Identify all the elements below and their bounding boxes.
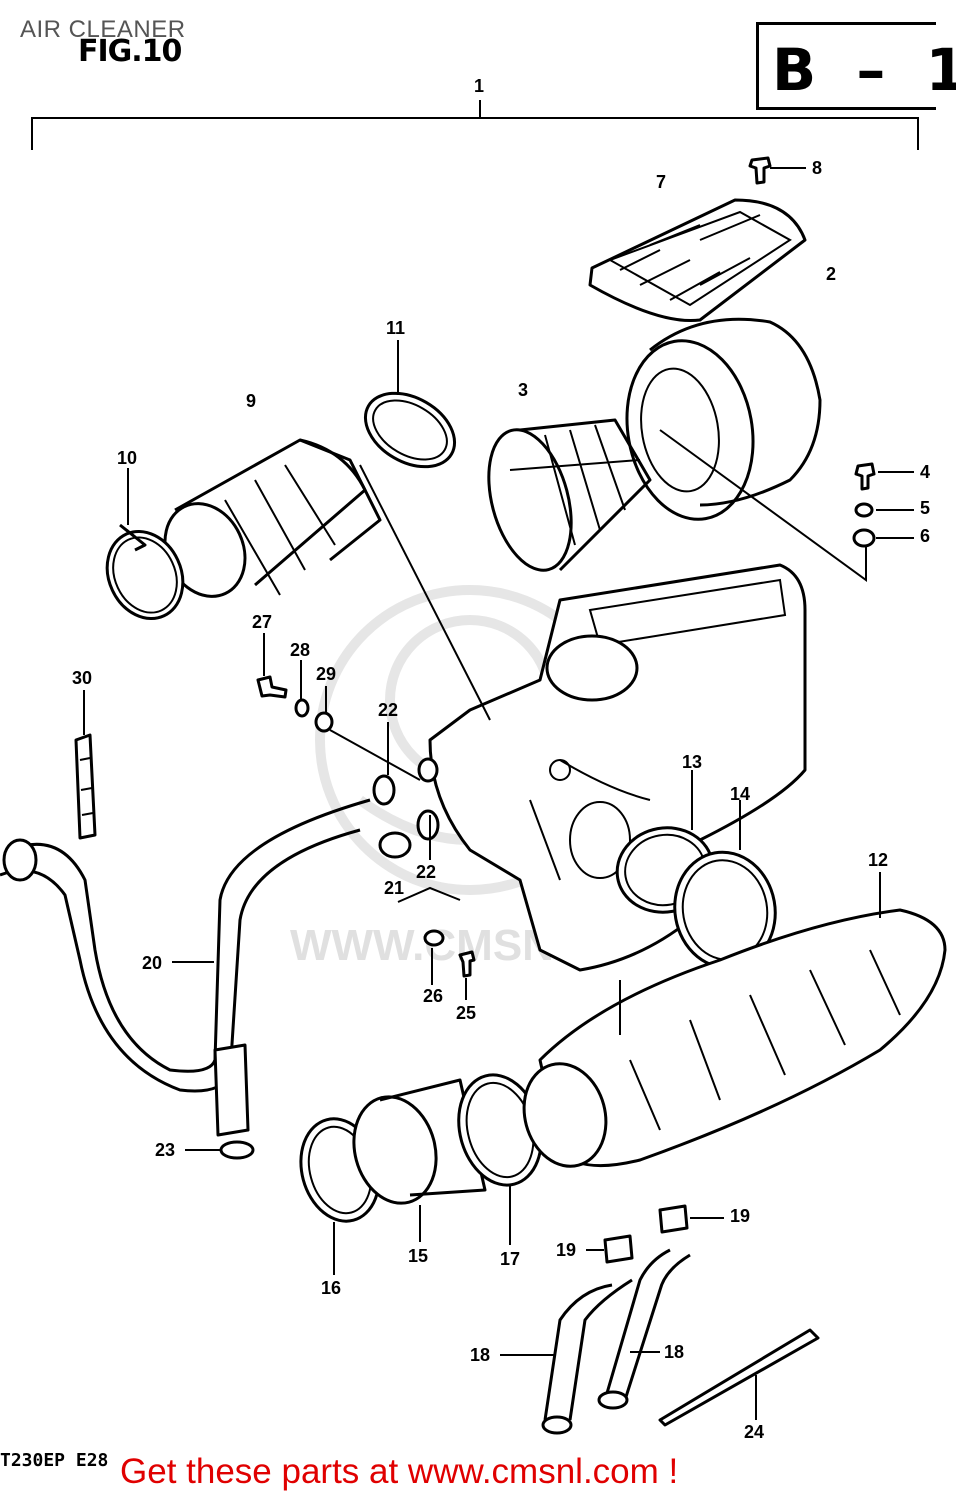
callout-22-lower: 22 xyxy=(416,862,436,882)
callout-19-left: 19 xyxy=(556,1240,576,1260)
callout-18-right: 18 xyxy=(664,1342,684,1362)
reference-code: B – 1 xyxy=(772,36,956,104)
callout-8: 8 xyxy=(812,158,822,178)
callout-7: 7 xyxy=(656,172,666,192)
callout-21: 21 xyxy=(384,878,404,898)
callout-26: 26 xyxy=(423,986,443,1006)
callout-19-right: 19 xyxy=(730,1206,750,1226)
callout-14: 14 xyxy=(730,784,750,804)
callout-3: 3 xyxy=(518,380,528,400)
callout-25: 25 xyxy=(456,1003,476,1023)
small-hardware xyxy=(256,633,476,1000)
callout-13: 13 xyxy=(682,752,702,772)
callout-2: 2 xyxy=(826,264,836,284)
callout-5: 5 xyxy=(920,498,930,518)
air-duct xyxy=(538,872,947,1168)
page-title: AIR CLEANER xyxy=(20,16,186,43)
callout-24: 24 xyxy=(744,1422,764,1442)
hose-clamp xyxy=(105,468,185,621)
callout-22-upper: 22 xyxy=(378,700,398,720)
reference-box xyxy=(756,22,936,110)
callout-28: 28 xyxy=(290,640,310,660)
cable-tie xyxy=(658,1328,820,1427)
callout-11: 11 xyxy=(386,318,405,338)
part-number-labels: 1 2 3 4 5 6 7 8 9 10 11 12 13 14 15 16 1… xyxy=(72,76,930,1442)
diagram-code: T230EP E28 xyxy=(0,1450,109,1471)
callout-4: 4 xyxy=(920,462,930,482)
callout-30: 30 xyxy=(72,668,92,688)
clip xyxy=(74,690,97,840)
callout-12: 12 xyxy=(868,850,888,870)
callout-23: 23 xyxy=(155,1140,175,1160)
filter-element xyxy=(625,317,822,521)
callout-29: 29 xyxy=(316,664,336,684)
drain-hoses xyxy=(500,1204,724,1435)
outlet-rings xyxy=(615,770,777,970)
callout-27: 27 xyxy=(252,612,272,632)
callout-1: 1 xyxy=(474,76,484,96)
assembly-bracket xyxy=(31,100,919,150)
callout-20: 20 xyxy=(142,953,162,973)
front-connectors xyxy=(299,1062,608,1275)
figure-label: FIG.10 xyxy=(78,34,182,69)
callout-17: 17 xyxy=(500,1249,520,1269)
breather-hose xyxy=(0,798,371,1160)
callout-16: 16 xyxy=(321,1278,341,1298)
callout-18-left: 18 xyxy=(470,1345,490,1365)
ring-seal xyxy=(363,340,457,469)
cover-screw xyxy=(748,156,806,185)
filter-cage xyxy=(487,418,652,572)
callout-6: 6 xyxy=(920,526,930,546)
intake-tube xyxy=(163,438,382,598)
callout-15: 15 xyxy=(408,1246,428,1266)
callout-9: 9 xyxy=(246,391,256,411)
bolt-washers xyxy=(659,429,914,582)
promo-link[interactable]: Get these parts at www.cmsnl.com ! xyxy=(120,1452,679,1491)
callout-10: 10 xyxy=(117,448,137,468)
airbox-housing xyxy=(359,464,807,972)
filter-cover xyxy=(588,198,807,323)
